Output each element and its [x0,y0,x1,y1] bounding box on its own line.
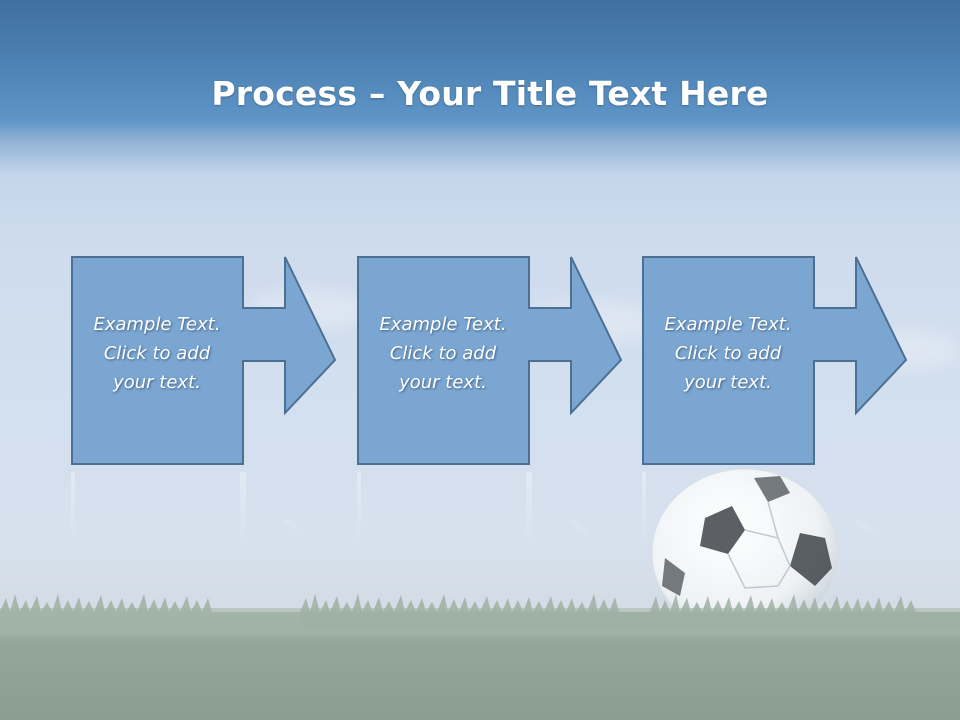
step-text[interactable]: Example Text. Click to add your text. [379,314,507,393]
process-step-1[interactable]: Example Text. Click to add your text. [71,256,341,470]
soccer-ball-image [651,468,839,618]
process-step-2[interactable]: Example Text. Click to add your text. [357,256,627,470]
title-bold: Process [211,74,358,114]
step-arrow-shape [357,256,623,465]
step-reflection [357,472,591,548]
grass-image [0,594,960,720]
step-reflection [642,472,876,548]
step-arrow-shape [71,256,337,465]
step-text[interactable]: Example Text. Click to add your text. [93,314,221,393]
step-reflection [71,472,305,548]
process-step-3[interactable]: Example Text. Click to add your text. [642,256,912,470]
step-arrow-shape [642,256,908,465]
step-text[interactable]: Example Text. Click to add your text. [664,314,792,393]
slide-title[interactable]: Process – Your Title Text Here [0,74,960,113]
title-rest: – Your Title Text Here [357,74,769,114]
